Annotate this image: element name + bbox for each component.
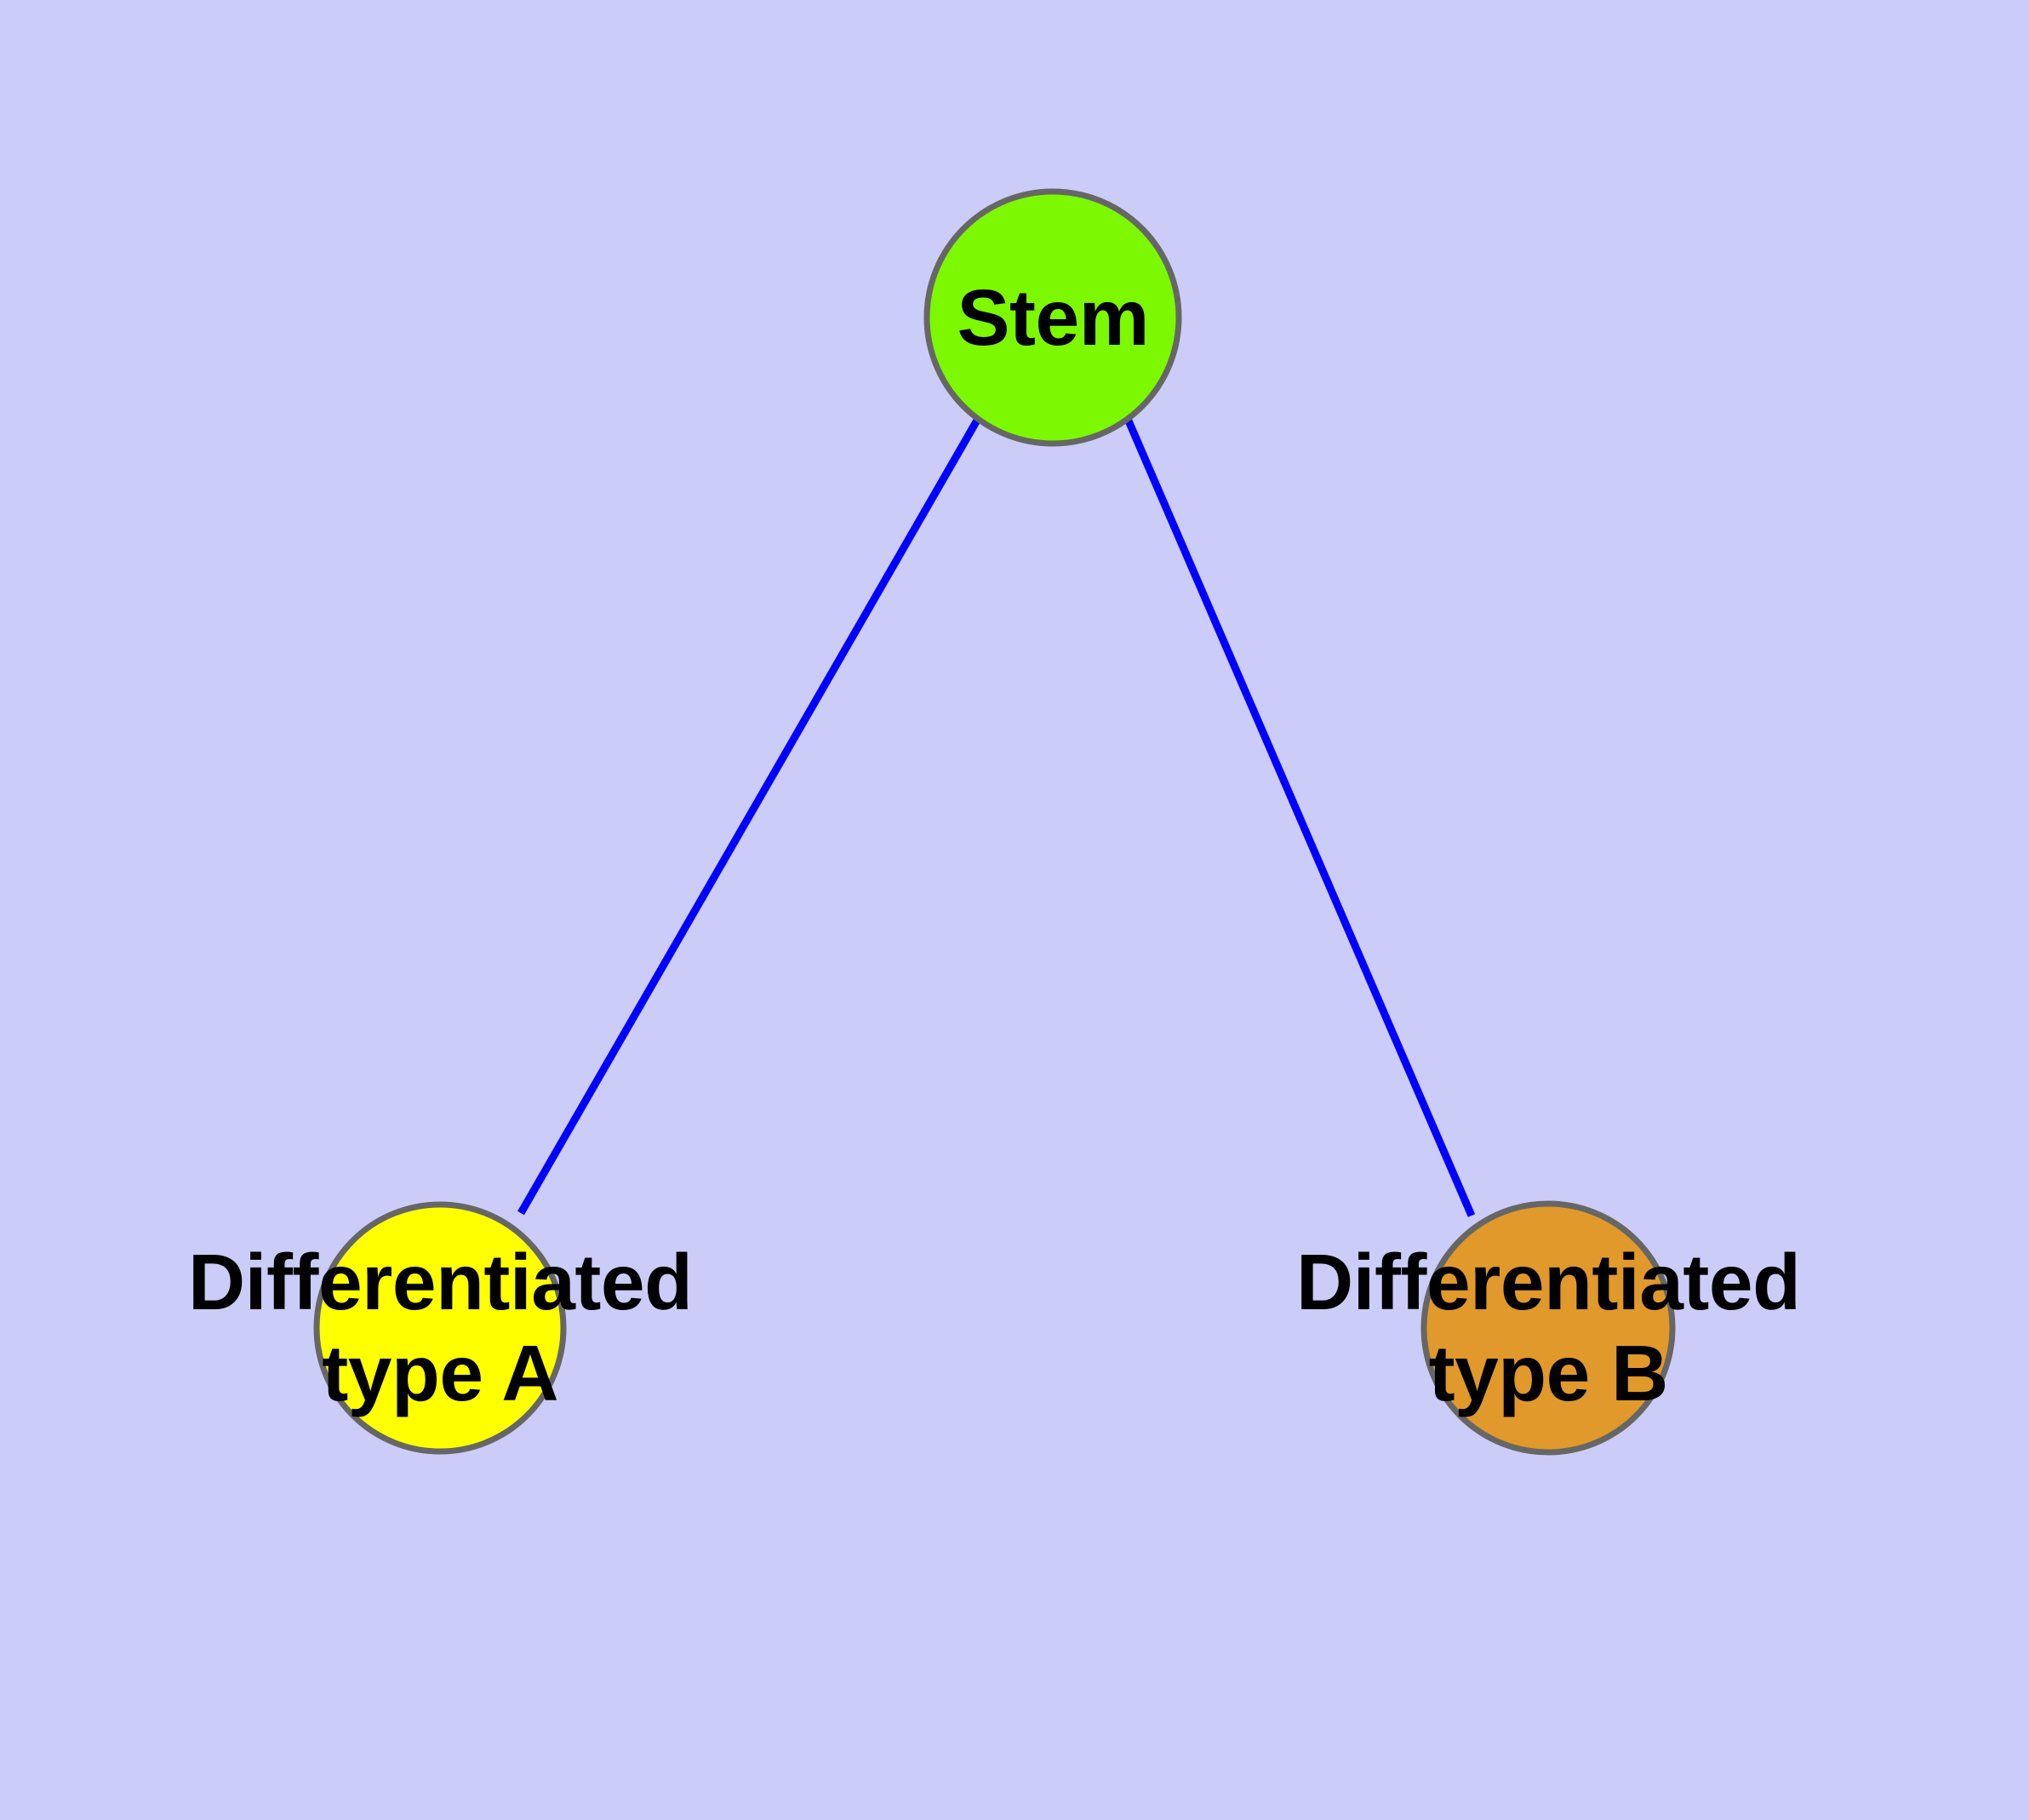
graph-node-diff-a[interactable]	[313, 1201, 567, 1455]
graph-edge-stem-to-diff-b[interactable]	[1123, 417, 1476, 1217]
graph-node-stem[interactable]	[923, 188, 1182, 447]
edges-layer	[517, 416, 1476, 1217]
nodes-layer	[313, 188, 1676, 1456]
graph-node-diff-b[interactable]	[1420, 1200, 1676, 1456]
graph-edge-stem-to-diff-a[interactable]	[517, 416, 981, 1216]
